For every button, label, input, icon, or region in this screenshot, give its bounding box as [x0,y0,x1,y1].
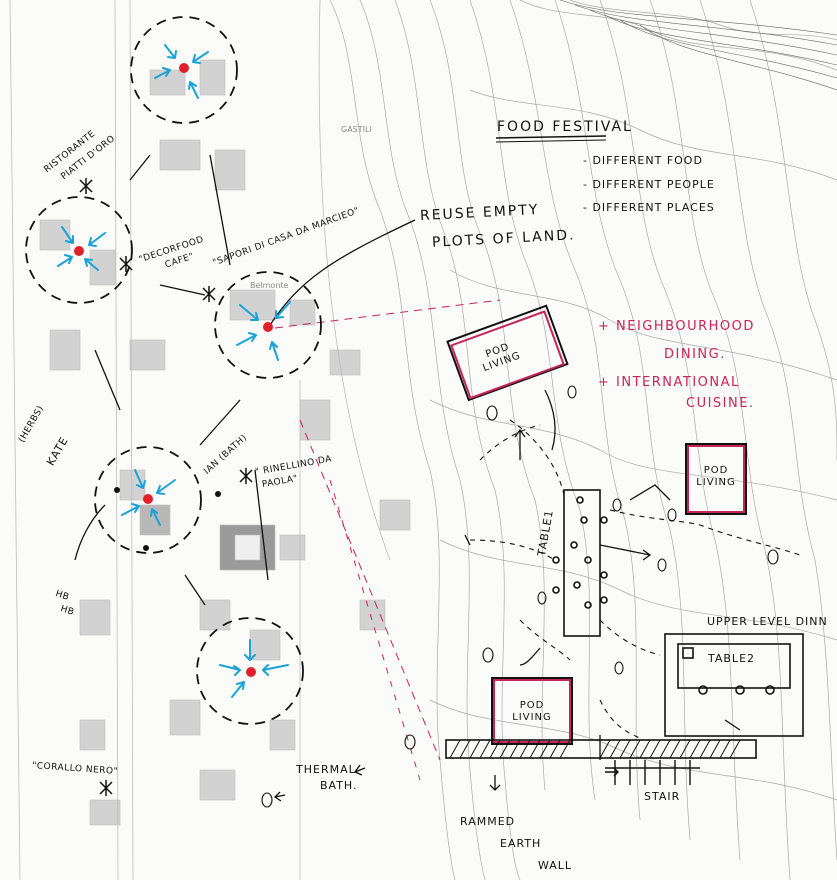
festival-underline-2 [496,140,606,142]
festival-underline [496,136,606,138]
urban-blocks [40,60,410,825]
festival-item-2: - DIFFERENT PEOPLE [583,179,715,191]
thermal-label-1: THERMAL [296,764,356,776]
festival-item-3: - DIFFERENT PLACES [583,202,715,214]
dense-contours-top [560,0,837,90]
international-note-2: CUISINE. [686,397,755,411]
neighbourhood-note-2: DINING. [664,348,726,362]
table1-shape [553,490,607,636]
international-note-1: + INTERNATIONAL [598,376,740,390]
rammed-label-2: EARTH [500,838,541,850]
map-street-label-2: Belmonte [250,282,288,291]
upper-level-label: UPPER LEVEL DINN [707,616,828,628]
festival-title: FOOD FESTIVAL [497,120,633,135]
pod-label-2: POD LIVING [690,465,742,489]
map-street-label: GASTILI [341,126,372,135]
festival-item-1: - DIFFERENT FOOD [583,155,703,167]
pod-label-3: POD LIVING [500,700,564,724]
circulation-paths [470,420,800,738]
rammed-label-3: WALL [538,860,572,872]
rammed-label-1: RAMMED [460,816,515,828]
red-dashed-lines [275,300,500,780]
stair-label: STAIR [644,791,680,803]
neighbourhood-note-1: + NEIGHBOURHOOD [598,320,755,334]
thermal-label-2: BATH. [320,780,358,792]
table2-label: TABLE2 [708,653,755,665]
